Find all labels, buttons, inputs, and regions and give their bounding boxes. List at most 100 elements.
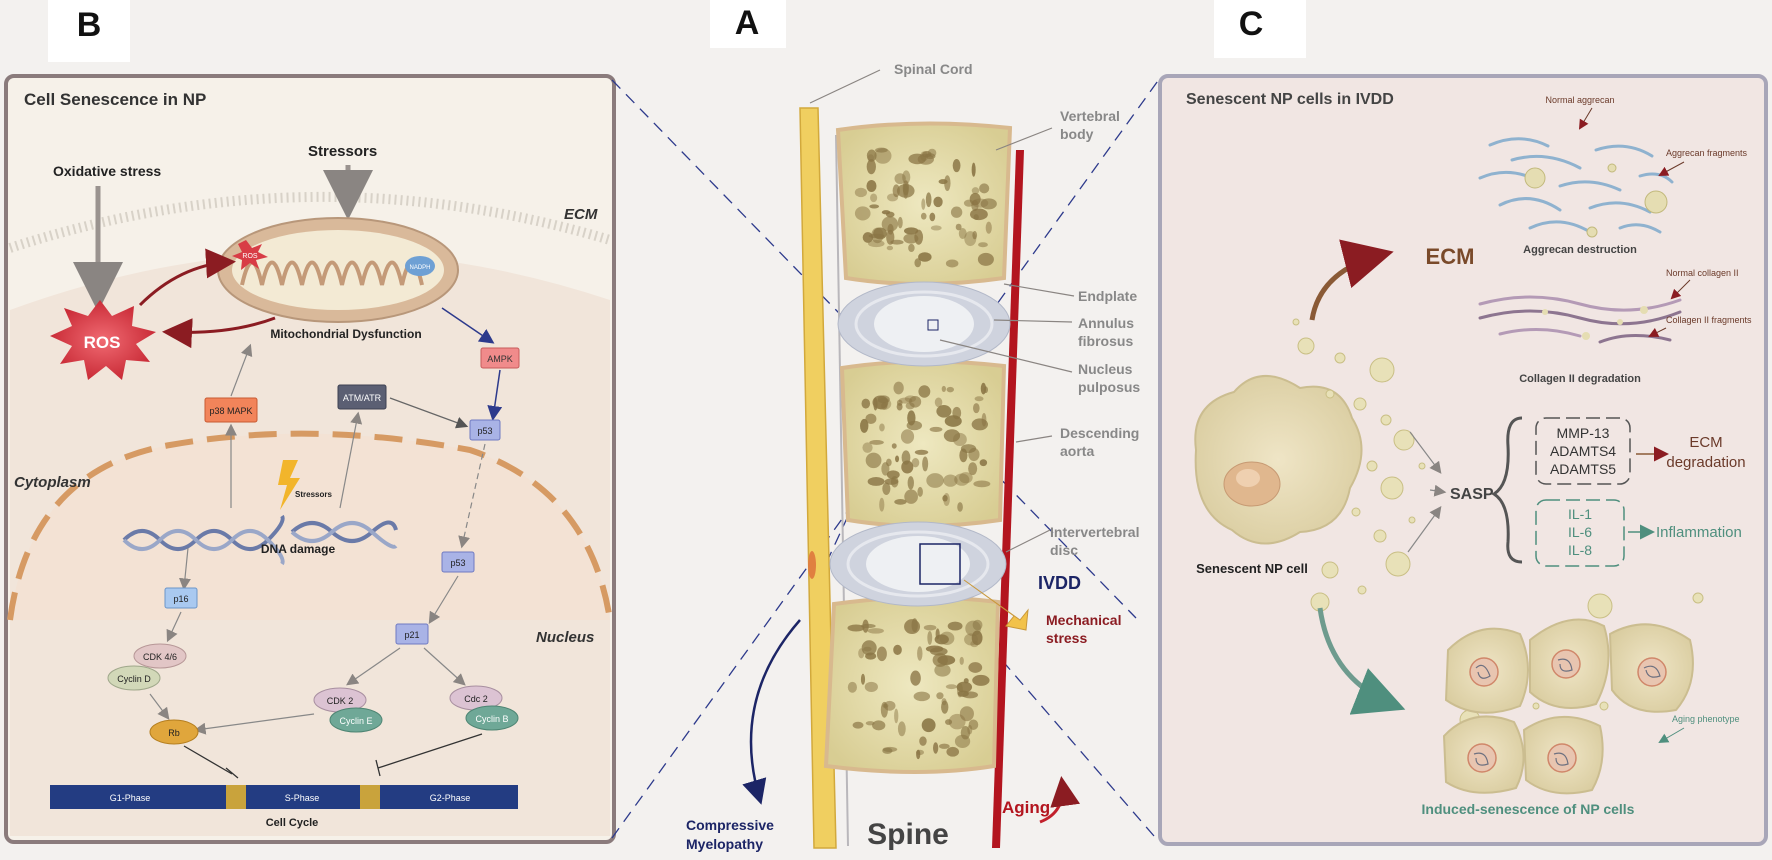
ecm-title: ECM	[1426, 244, 1475, 269]
svg-text:Cyclin D: Cyclin D	[117, 674, 151, 684]
bone-pore	[925, 153, 936, 160]
bone-pore	[907, 410, 916, 426]
ampk-box	[480, 347, 520, 369]
bone-pore	[847, 681, 857, 693]
bone-pore	[973, 480, 991, 488]
ros-small-burst	[232, 240, 268, 270]
induced-senescence-label: Induced-senescence of NP cells	[1422, 801, 1635, 817]
bone-pore	[955, 223, 962, 231]
bone-pore	[957, 690, 969, 697]
bone-pore	[960, 444, 977, 454]
bone-pore	[886, 245, 894, 251]
bone-pore	[854, 206, 871, 221]
bone-pore	[876, 646, 887, 662]
bone-pore	[939, 631, 955, 645]
cyclin-e	[329, 707, 383, 733]
cell-cycle-label: Cell Cycle	[266, 817, 319, 829]
bone-pore	[933, 196, 943, 208]
senescent-np-cell	[1194, 374, 1363, 545]
aorta-label-1: Descending	[1060, 425, 1139, 441]
bone-pore	[959, 656, 964, 665]
lightning-icon	[278, 460, 300, 510]
bone-pore	[969, 192, 981, 206]
bone-pore	[894, 499, 907, 505]
nucleus-membrane	[7, 430, 613, 621]
bone-pore	[900, 429, 915, 444]
aggrecan-fragments-label: Aggrecan fragments	[1666, 148, 1748, 158]
ecm-label: ECM	[564, 206, 598, 223]
bone-pore	[979, 183, 990, 194]
bone-pore	[861, 640, 877, 656]
bone-pore	[926, 473, 944, 488]
bone-pore	[945, 259, 959, 268]
aggrecan-destruction-label: Aggrecan destruction	[1523, 244, 1637, 256]
bone-pore	[847, 624, 865, 632]
bone-pore	[921, 198, 926, 210]
bone-pore	[938, 179, 948, 185]
inflammation-label: Inflammation	[1656, 524, 1742, 541]
svg-text:p53: p53	[477, 426, 492, 436]
p53-box-bottom	[441, 551, 475, 573]
bone-pore	[893, 644, 902, 655]
bone-pore	[897, 721, 906, 737]
bone-pore	[938, 743, 950, 749]
bone-pore	[942, 495, 948, 502]
s-phase: S-Phase	[285, 793, 320, 803]
bone-pore	[881, 216, 899, 232]
senescent-nuclei	[1467, 649, 1667, 773]
bone-pore	[946, 746, 960, 757]
svg-text:ATM/ATR: ATM/ATR	[343, 393, 382, 403]
bone-pore	[947, 621, 963, 631]
bone-pore	[930, 225, 942, 231]
bone-pore	[957, 502, 963, 512]
myelopathy-label-1: Compressive	[686, 817, 774, 833]
bone-pore	[919, 736, 927, 746]
bone-pore	[904, 489, 918, 504]
bone-pore	[894, 708, 899, 724]
bone-pore	[914, 258, 922, 268]
bone-pore	[943, 474, 958, 487]
bone-pore	[903, 233, 919, 244]
bone-pore	[968, 719, 979, 730]
bone-pore	[867, 628, 884, 634]
bone-pore	[923, 624, 937, 631]
bone-pore	[945, 719, 953, 725]
bone-pore	[948, 713, 966, 730]
svg-text:p38 MAPK: p38 MAPK	[209, 406, 252, 416]
g2-phase: G2-Phase	[430, 793, 471, 803]
bone-pore	[980, 198, 997, 210]
bone-pore	[927, 631, 933, 645]
svg-text:ROS: ROS	[242, 253, 258, 260]
disc-label-1: Intervertebral	[1050, 524, 1139, 540]
svg-text:CDK 4/6: CDK 4/6	[143, 652, 177, 662]
bone-pore	[944, 415, 962, 427]
bone-pore	[862, 442, 873, 453]
p38-box	[204, 397, 258, 423]
endplate-label: Endplate	[1078, 288, 1137, 304]
bone-pore	[959, 472, 973, 484]
bone-pore	[922, 456, 929, 472]
svg-text:CDK 2: CDK 2	[327, 696, 354, 706]
senescent-np-cell-label: Senescent NP cell	[1196, 561, 1308, 576]
panel-b-title: Cell Senescence in NP	[24, 90, 206, 109]
bone-pore	[933, 742, 939, 754]
disc-label-2: disc	[1050, 542, 1078, 558]
descending-aorta	[992, 150, 1024, 848]
vertebral-body-label-1: Vertebral	[1060, 108, 1120, 124]
bone-pore	[896, 402, 903, 411]
bone-pore	[974, 396, 984, 402]
bone-pore	[954, 473, 970, 486]
svg-text:Cyclin E: Cyclin E	[339, 716, 372, 726]
bone-pore	[869, 440, 884, 445]
svg-text:p21: p21	[404, 630, 419, 640]
mechanical-stress-arrow	[963, 579, 1029, 631]
bone-pore	[936, 692, 944, 700]
spine-title: Spine	[867, 818, 949, 851]
nucleus-label: Nucleus	[536, 629, 594, 646]
normal-collagen-label: Normal collagen II	[1666, 268, 1739, 278]
bone-pore	[908, 243, 915, 253]
bone-porosity	[847, 147, 997, 760]
collagen-fragments-label: Collagen II fragments	[1666, 315, 1752, 325]
bone-pore	[946, 386, 954, 393]
nucleus-label-1: Nucleus	[1078, 361, 1133, 377]
